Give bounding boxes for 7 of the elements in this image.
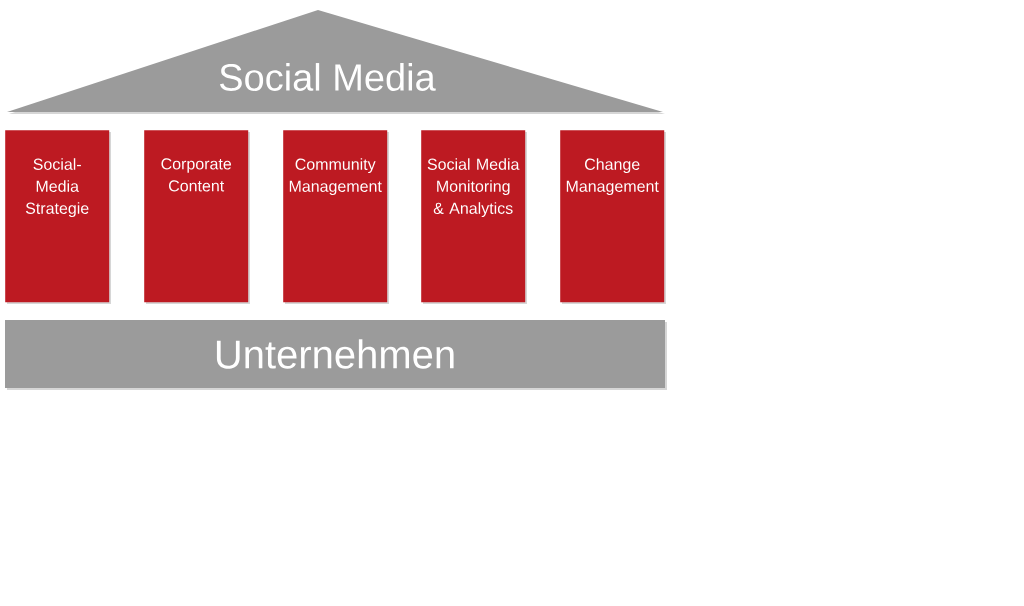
- pillar: Social-Media Strategie: [5, 130, 111, 304]
- base-bar: Unternehmen: [5, 320, 667, 390]
- pillar: Social Media Monitoring & Analytics: [421, 130, 527, 304]
- pillar: Community Management: [283, 130, 389, 304]
- pillar: Corporate Content: [144, 130, 250, 304]
- roof-triangle: Social Media: [7, 10, 665, 114]
- pillar: Change Management: [560, 130, 666, 304]
